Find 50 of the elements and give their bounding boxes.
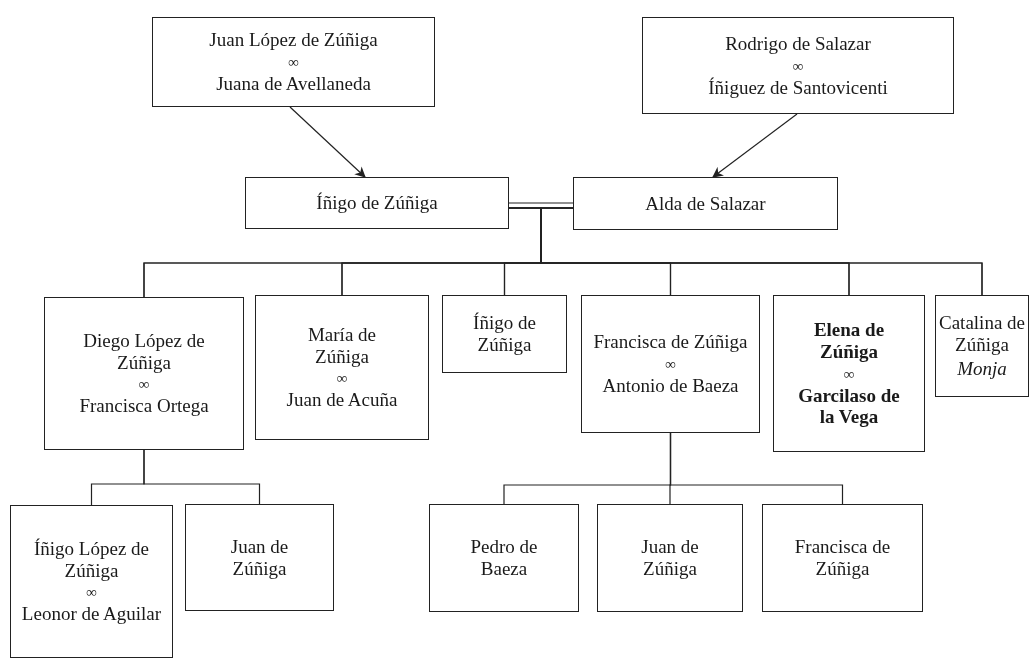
person-box — [429, 504, 579, 612]
name-text: Íñigo de Zúñiga — [472, 311, 537, 357]
person-box — [762, 504, 923, 612]
person-box — [442, 295, 567, 373]
person-box — [10, 505, 173, 658]
connector-line — [508, 202, 574, 204]
marriage-symbol: ∞ — [137, 375, 151, 395]
person-box — [935, 295, 1029, 397]
arrow — [289, 106, 366, 178]
name-text: María de Zúñiga — [306, 322, 378, 369]
name-text: Catalina de Zúñiga — [938, 311, 1026, 357]
name-text: Íñigo de Zúñiga — [315, 191, 439, 215]
marriage-symbol: ∞ — [287, 53, 300, 72]
name-text: Íñiguez de Santovicenti — [707, 75, 889, 100]
name-text: Francisca Ortega — [78, 394, 210, 419]
person-box — [573, 177, 838, 230]
name-text: Pedro de Baeza — [469, 535, 539, 581]
marriage-symbol: ∞ — [335, 369, 349, 389]
person-box — [642, 17, 954, 114]
note-text: Monja — [956, 356, 1008, 381]
name-text: Antonio de Baeza — [601, 374, 740, 398]
name-text: Francisca de Zúñiga — [793, 535, 892, 581]
name-text: Juan de Zúñiga — [229, 534, 290, 581]
name-text: Rodrigo de Salazar — [724, 31, 872, 56]
person-box — [152, 17, 435, 107]
name-text: Juan de Acuña — [285, 388, 399, 413]
name-text: Íñigo López de Zúñiga — [33, 536, 150, 583]
name-text: Francisca de Zúñiga — [592, 330, 749, 354]
name-text: Juan López de Zúñiga — [208, 28, 379, 52]
name-text: Diego López de Zúñiga — [82, 328, 206, 375]
marriage-symbol: ∞ — [85, 583, 98, 603]
person-box — [597, 504, 743, 612]
person-box — [44, 297, 244, 450]
marriage-symbol: ∞ — [791, 56, 805, 76]
name-text: Juana de Avellaneda — [215, 72, 372, 96]
name-text: Juan de Zúñiga — [640, 535, 700, 581]
name-text: Alda de Salazar — [644, 191, 767, 216]
arrow — [712, 113, 798, 178]
person-box — [255, 295, 429, 440]
name-text: Elena de Zúñiga — [812, 317, 886, 364]
marriage-symbol: ∞ — [842, 364, 856, 384]
connector-line — [143, 449, 261, 505]
person-box — [773, 295, 925, 452]
name-text: Garcilaso de la Vega — [797, 383, 901, 430]
person-box — [185, 504, 334, 611]
connector-line — [669, 432, 844, 505]
person-box — [245, 177, 509, 229]
person-box — [581, 295, 760, 433]
name-text: Leonor de Aguilar — [20, 602, 163, 627]
marriage-symbol: ∞ — [664, 355, 677, 374]
